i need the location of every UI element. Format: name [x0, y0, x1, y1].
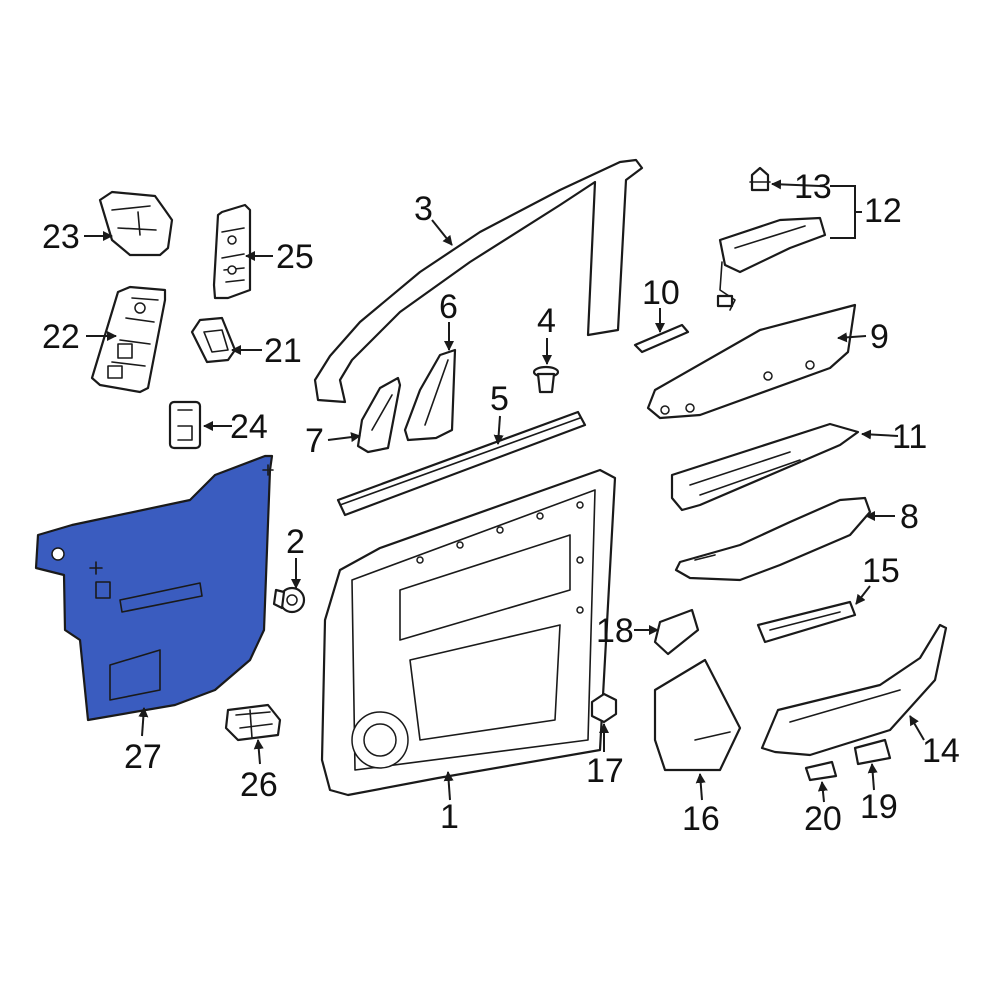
part-6-trim[interactable] [403, 348, 457, 442]
callout-19: 19 [860, 788, 898, 826]
part-18-clip[interactable] [653, 608, 700, 656]
part-1-door-panel[interactable] [320, 468, 617, 797]
callout-15: 15 [862, 552, 900, 590]
part-27-insulation-panel[interactable] [34, 454, 274, 722]
panel-27-square-cutout [95, 581, 111, 599]
callout-8: 8 [900, 498, 919, 536]
panel-27-slot [119, 582, 203, 613]
part-11-armrest-insert[interactable] [670, 422, 860, 512]
part-7-trim[interactable] [356, 376, 402, 454]
callout-2: 2 [286, 523, 305, 561]
callout-1: 1 [440, 798, 459, 836]
callout-25: 25 [276, 238, 314, 276]
callout-6: 6 [439, 288, 458, 326]
callout-26: 26 [240, 766, 278, 804]
callout-12: 12 [864, 192, 902, 230]
part-10-trim-strip[interactable] [633, 323, 690, 354]
callout-10: 10 [642, 274, 680, 312]
callout-20: 20 [804, 800, 842, 838]
callout-4: 4 [537, 302, 556, 340]
part-15-insert[interactable] [756, 600, 857, 644]
part-14-pocket-trim[interactable] [760, 623, 948, 757]
part-26-clip[interactable] [224, 703, 282, 742]
part-8-armrest[interactable] [674, 496, 872, 582]
callout-16: 16 [682, 800, 720, 838]
panel-27-hole [51, 547, 65, 561]
part-24-switch[interactable] [168, 400, 202, 450]
callout-11: 11 [892, 418, 927, 456]
callout-24: 24 [230, 408, 268, 446]
callout-9: 9 [870, 318, 889, 356]
callout-27: 27 [124, 738, 162, 776]
callout-labels: 1 2 3 4 5 6 7 8 9 10 11 12 13 14 15 16 1… [42, 168, 960, 838]
part-22-window-switch-panel[interactable] [90, 285, 167, 394]
part-21-switch[interactable] [190, 316, 237, 364]
panel-27-pad [109, 649, 161, 701]
part-9-carrier[interactable] [646, 303, 857, 420]
part-13-bulb[interactable] [749, 166, 771, 192]
part-2-push-clip[interactable] [272, 586, 306, 614]
callout-7: 7 [305, 422, 324, 460]
part-19-piece[interactable] [853, 738, 892, 766]
part-12-handle-assembly[interactable] [716, 216, 827, 311]
leader-lines [84, 179, 925, 803]
part-4-bolt[interactable] [532, 365, 560, 394]
part-17-nut[interactable] [590, 692, 618, 724]
callout-5: 5 [490, 380, 509, 418]
panel-27-cross-mark [89, 561, 103, 575]
callout-17: 17 [586, 752, 624, 790]
callout-22: 22 [42, 318, 80, 356]
panel-27-cross-mark-top [262, 464, 274, 476]
callout-18: 18 [596, 612, 634, 650]
part-20-piece[interactable] [804, 760, 838, 782]
part-3-frame-seal[interactable] [313, 158, 644, 404]
callout-14: 14 [922, 732, 960, 770]
callout-23: 23 [42, 218, 80, 256]
callout-21: 21 [264, 332, 302, 370]
panel-27-shape[interactable] [34, 454, 274, 722]
part-16-cover[interactable] [653, 658, 742, 772]
part-23-seat-switch[interactable] [98, 190, 174, 257]
part-25-switch-strip[interactable] [212, 203, 252, 300]
callout-3: 3 [414, 190, 433, 228]
callout-13: 13 [794, 168, 832, 206]
